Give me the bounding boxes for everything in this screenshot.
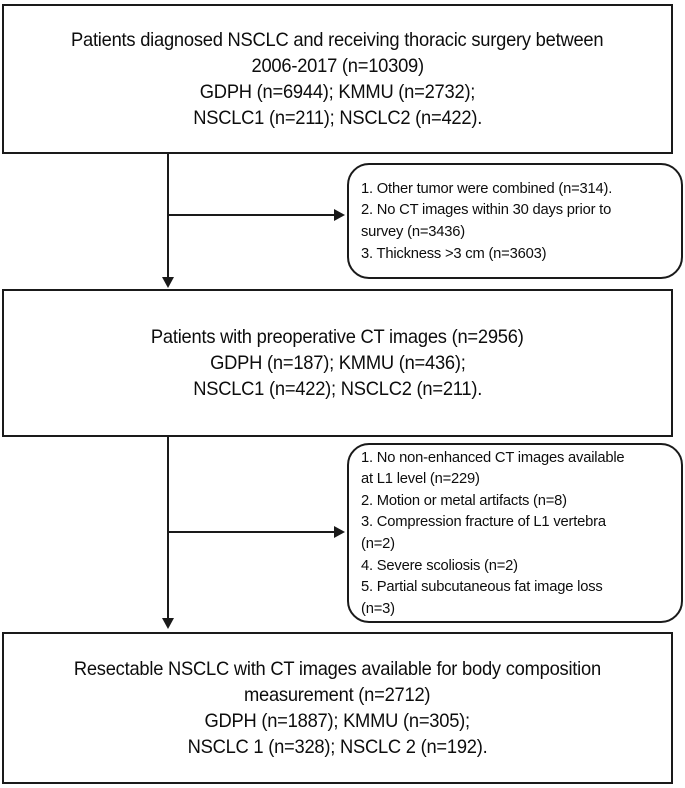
arrowhead-right-icon [334, 208, 345, 221]
exclusion-2-line-2: at L1 level (n=229) [361, 470, 480, 488]
cohort-initial-line-4: NSCLC1 (n=211); NSCLC2 (n=422). [193, 107, 482, 130]
exclusion-2-line-6: 4. Severe scoliosis (n=2) [361, 556, 518, 574]
exclusion-2-line-5: (n=2) [361, 535, 395, 552]
exclusion-2-line-8: (n=3) [361, 599, 395, 617]
exclusion-box-2: 1. No non-enhanced CT images available a… [347, 443, 683, 623]
cohort-initial-line-1: Patients diagnosed NSCLC and receiving t… [71, 28, 604, 51]
exclusion-2-line-7: 5. Partial subcutaneous fat image loss [361, 578, 603, 596]
cohort-box-preoperative: Patients with preoperative CT images (n=… [2, 289, 673, 437]
arrowhead-down-icon [162, 618, 174, 629]
exclusion-1-line-2: 2. No CT images within 30 days prior to [361, 201, 612, 219]
connector-preop-to-final [167, 437, 169, 618]
exclusion-1-line-1: 1. Other tumor were combined (n=314). [361, 179, 613, 197]
exclusion-2-line-1: 1. No non-enhanced CT images available [361, 448, 625, 466]
cohort-preop-line-3: NSCLC1 (n=422); NSCLC2 (n=211). [193, 378, 482, 401]
cohort-preop-line-1: Patients with preoperative CT images (n=… [151, 325, 524, 348]
arrowhead-right-icon [334, 525, 345, 538]
exclusion-2-line-3: 2. Motion or metal artifacts (n=8) [361, 491, 567, 509]
cohort-box-final: Resectable NSCLC with CT images availabl… [2, 632, 673, 784]
connector-initial-to-exclusion-1 [168, 214, 334, 216]
cohort-preop-line-2: GDPH (n=187); KMMU (n=436); [209, 351, 466, 374]
exclusion-1-line-3: survey (n=3436) [361, 223, 465, 240]
cohort-final-line-1: Resectable NSCLC with CT images availabl… [73, 657, 602, 680]
exclusion-2-line-4: 3. Compression fracture of L1 vertebra [361, 513, 606, 531]
exclusion-1-line-4: 3. Thickness >3 cm (n=3603) [361, 244, 547, 262]
cohort-initial-line-3: GDPH (n=6944); KMMU (n=2732); [199, 81, 476, 103]
cohort-final-line-2: measurement (n=2712) [244, 683, 431, 706]
connector-preop-to-exclusion-2 [168, 531, 334, 533]
arrowhead-down-icon [162, 277, 174, 288]
cohort-box-initial: Patients diagnosed NSCLC and receiving t… [2, 4, 673, 154]
cohort-initial-line-2: 2006-2017 (n=10309) [251, 54, 424, 77]
cohort-final-line-3: GDPH (n=1887); KMMU (n=305); [204, 710, 471, 732]
exclusion-box-1: 1. Other tumor were combined (n=314). 2.… [347, 163, 683, 279]
cohort-final-line-4: NSCLC 1 (n=328); NSCLC 2 (n=192). [187, 736, 488, 759]
